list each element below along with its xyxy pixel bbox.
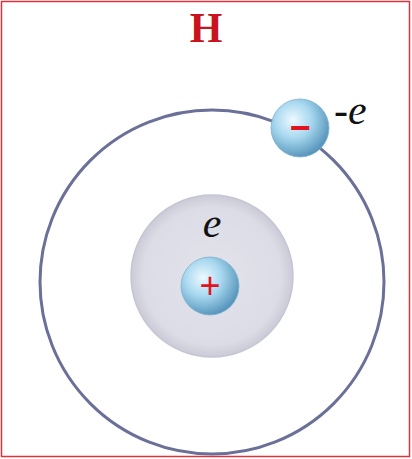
charge-sign: − [289,110,310,146]
charge-label: -e [334,86,367,134]
sphere-body [181,257,239,315]
nucleus-region: e+ [130,194,294,358]
proton-sphere: + [180,256,240,316]
electron-sphere: − [270,98,330,158]
sphere-body [271,99,329,157]
element-symbol: H [0,4,412,52]
charge-sign: + [199,268,220,304]
charge-symbol: e [130,202,294,244]
nucleus-disc [131,195,293,357]
electron-orbit [40,110,384,454]
